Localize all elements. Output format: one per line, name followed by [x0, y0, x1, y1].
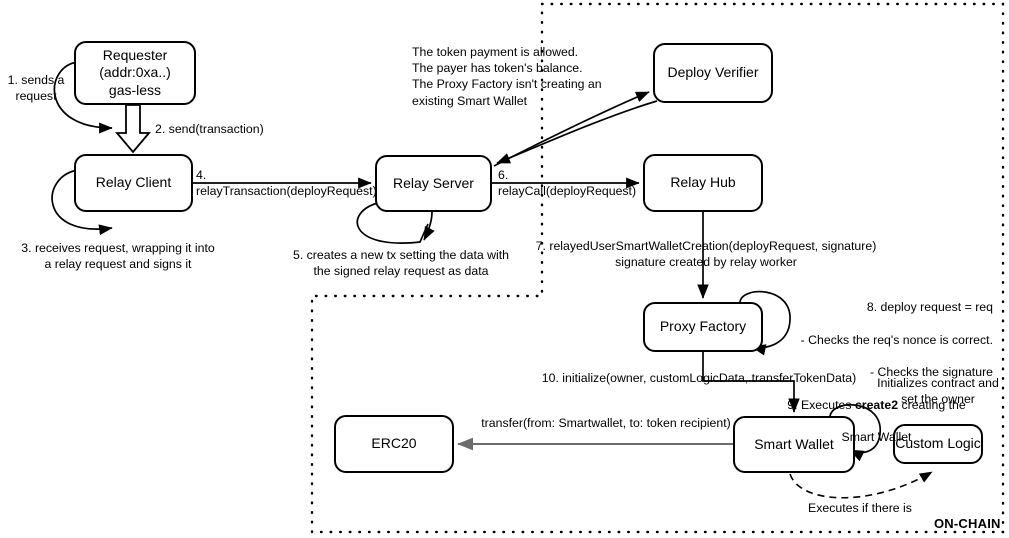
annotation-step-8-line-3: - Checks the signature	[869, 365, 993, 380]
node-smart-wallet-label: Smart Wallet	[754, 435, 834, 452]
node-deploy-verifier[interactable]: Deploy Verifier	[653, 43, 773, 103]
node-custom-logic-label: Custom Logic	[895, 435, 981, 452]
arrow-initialize	[702, 352, 800, 413]
node-relay-hub[interactable]: Relay Hub	[643, 154, 763, 212]
node-smart-wallet[interactable]: Smart Wallet	[733, 416, 855, 473]
node-relay-server[interactable]: Relay Server	[375, 155, 492, 212]
node-custom-logic[interactable]: Custom Logic	[893, 424, 983, 464]
annotation-step-8-line-2: - Checks the req's nonce is correct.	[800, 332, 993, 347]
node-relay-client[interactable]: Relay Client	[74, 154, 193, 212]
arrow-requester-self	[53, 61, 113, 134]
arrow-executes-custom-logic	[789, 471, 933, 499]
annotation-custom-logic-note: Initializes contract and set the owner	[877, 376, 999, 407]
annotation-step-5: 5. creates a new tx setting the data wit…	[292, 248, 509, 279]
annotation-step-6: 6. relayCall(deployRequest)	[498, 168, 637, 199]
annotation-transfer: transfer(from: Smartwallet, to: token re…	[481, 416, 731, 430]
on-chain-boundary-outline	[310, 2, 1005, 534]
on-chain-label: ON-CHAIN	[934, 516, 1001, 531]
annotation-step-9-prefix: 9. Executes	[787, 397, 855, 412]
node-erc20-label: ERC20	[371, 435, 417, 452]
annotation-step-4: 4. relayTransaction(deployRequest)	[196, 168, 377, 199]
annotation-step-7: 7. relayedUserSmartWalletCreation(deploy…	[535, 239, 877, 270]
annotation-step-2: 2. send(transaction)	[155, 122, 264, 136]
node-requester[interactable]: Requester (addr:0xa..) gas-less	[74, 41, 196, 105]
annotation-step-8-9: 8. deploy request = req - Checks the req…	[760, 283, 993, 461]
arrow-smart-wallet-self	[829, 404, 881, 462]
node-requester-label: Requester (addr:0xa..) gas-less	[99, 46, 171, 98]
node-proxy-factory-label: Proxy Factory	[659, 318, 747, 335]
node-deploy-verifier-label: Deploy Verifier	[667, 64, 759, 81]
arrow-verifier-to-relay-server	[496, 100, 658, 164]
node-erc20[interactable]: ERC20	[334, 415, 454, 473]
node-relay-server-label: Relay Server	[393, 174, 474, 191]
annotation-step-9-suffix: creating the	[898, 397, 966, 412]
node-proxy-factory[interactable]: Proxy Factory	[643, 302, 763, 352]
annotation-step-9-keyword: create2	[854, 397, 899, 412]
node-relay-hub-label: Relay Hub	[670, 174, 736, 191]
node-relay-client-label: Relay Client	[95, 174, 172, 191]
annotation-step-1: 1. sends a request	[7, 73, 65, 104]
annotation-step-3: 3. receives request, wrapping it into a …	[21, 241, 215, 272]
annotation-deploy-verifier-note: The token payment is allowed. The payer …	[412, 45, 602, 108]
annotation-executes-if-there-is: Executes if there is	[808, 501, 912, 515]
arrow-relay-client-self	[51, 169, 113, 236]
annotation-step-10: 10. initialize(owner, customLogicData, t…	[541, 371, 857, 385]
arrow-send-transaction	[115, 104, 151, 154]
arrow-relay-server-self	[356, 202, 435, 244]
annotation-step-9-line-2: Smart Wallet	[841, 429, 912, 444]
arrow-proxy-factory-self	[739, 290, 791, 356]
annotation-step-8-line-1: 8. deploy request = req	[866, 300, 993, 315]
